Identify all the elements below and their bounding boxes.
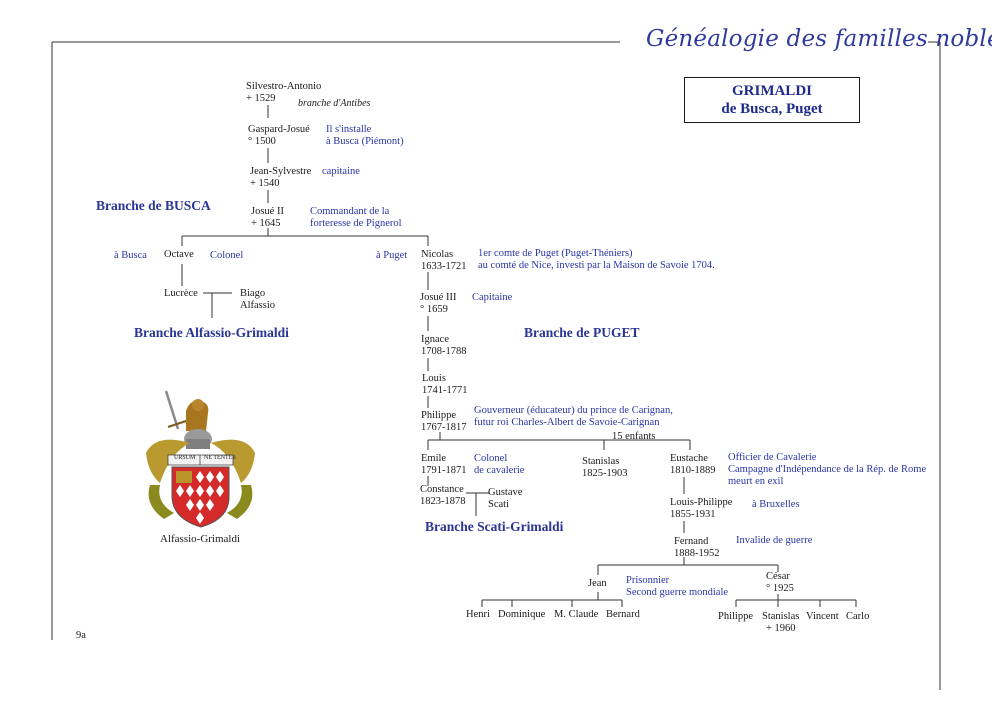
crest-caption: Alfassio-Grimaldi <box>160 533 241 545</box>
person-carlo-name: Carlo <box>846 611 870 622</box>
branch-busca-heading: Branche de BUSCA <box>96 198 211 213</box>
person-constance-name: Constance <box>420 484 464 495</box>
person-bernard-name: Bernard <box>606 609 640 620</box>
person-mclaude-name: M. Claude <box>554 609 599 620</box>
person-fernand-name: Fernand <box>674 536 709 547</box>
person-eustache-note-2: Campagne d'Indépendance de la Rép. de Ro… <box>728 464 927 475</box>
person-eustache-dates: 1810-1889 <box>670 465 716 476</box>
person-silvestro-note: branche d'Antibes <box>298 98 371 109</box>
person-jean-sylvestre-note: capitaine <box>322 166 360 177</box>
person-dominique-name: Dominique <box>498 609 546 620</box>
person-nicolas-place: à Puget <box>376 250 408 261</box>
person-josue-iii-note: Capitaine <box>472 292 513 303</box>
person-henri-name: Henri <box>466 609 490 620</box>
person-nicolas-note-1: 1er comte de Puget (Puget-Théniers) <box>478 248 633 259</box>
person-octave-place: à Busca <box>114 250 147 261</box>
person-gaspard-dates: ° 1500 <box>248 136 276 147</box>
person-eustache-note-1: Officier de Cavalerie <box>728 452 817 463</box>
person-lucrece-name: Lucrèce <box>164 288 198 299</box>
person-gaspard-note-2: à Busca (Piémont) <box>326 136 404 147</box>
page-header-title: Généalogie des familles nobles <box>646 26 992 52</box>
person-jean-note-1: Prisonnier <box>626 575 670 586</box>
children-count-label: 15 enfants <box>612 431 656 442</box>
person-philippe-note-2: futur roi Charles-Albert de Savoie-Carig… <box>474 417 660 428</box>
person-stanislas-a-dates: 1825-1903 <box>582 468 628 479</box>
person-eustache-name: Eustache <box>670 453 708 464</box>
person-gaspard-name: Gaspard-Josué <box>248 124 310 135</box>
person-emile-note-2: de cavalerie <box>474 465 525 476</box>
person-gustave-name-2: Scati <box>488 499 509 510</box>
page-number: 9a <box>76 630 86 641</box>
person-biago-name-1: Biago <box>240 288 266 299</box>
person-louis-dates: 1741-1771 <box>422 385 468 396</box>
person-philippe-name: Philippe <box>421 410 457 421</box>
crest-motto-left: URSUM <box>174 455 196 461</box>
person-ignace-name: Ignace <box>421 334 449 345</box>
branch-scati-heading: Branche Scati-Grimaldi <box>425 519 564 534</box>
person-nicolas-note-2: au comté de Nice, investi par la Maison … <box>478 260 715 271</box>
person-louis-philippe-note: à Bruxelles <box>752 499 800 510</box>
person-ignace-dates: 1708-1788 <box>421 346 467 357</box>
family-branches: de Busca, Puget <box>721 101 823 117</box>
person-philippe-note-1: Gouverneur (éducateur) du prince de Cari… <box>474 405 673 416</box>
person-stanislas-a-name: Stanislas <box>582 456 620 467</box>
person-emile-dates: 1791-1871 <box>421 465 467 476</box>
person-gaspard-note-1: Il s'installe <box>326 124 372 135</box>
person-silvestro-dates: + 1529 <box>246 93 276 104</box>
person-philippe-dates: 1767-1817 <box>421 422 467 433</box>
branch-puget-heading: Branche de PUGET <box>524 325 640 340</box>
person-vincent-name: Vincent <box>806 611 839 622</box>
person-louis-name: Louis <box>422 373 446 384</box>
person-biago-name-2: Alfassio <box>240 300 275 311</box>
person-silvestro-name: Silvestro-Antonio <box>246 81 322 92</box>
person-jean-name: Jean <box>588 578 607 589</box>
person-nicolas-dates: 1633-1721 <box>421 261 467 272</box>
person-octave-note: Colonel <box>210 250 244 261</box>
person-jean-sylvestre-name: Jean-Sylvestre <box>250 166 312 177</box>
person-josue-iii-dates: ° 1659 <box>420 304 448 315</box>
person-emile-note-1: Colonel <box>474 453 508 464</box>
person-stanislas-b-dates: + 1960 <box>766 623 796 634</box>
person-octave-name: Octave <box>164 249 194 260</box>
crest-motto-right: NE TENTES <box>204 455 236 461</box>
person-fernand-note: Invalide de guerre <box>736 535 813 546</box>
person-josue-ii-note-2: forteresse de Pignerol <box>310 218 402 229</box>
coat-of-arms-icon <box>146 390 255 528</box>
family-title-box: GRIMALDI de Busca, Puget <box>684 77 860 123</box>
person-cesar-name: César <box>766 571 790 582</box>
person-fernand-dates: 1888-1952 <box>674 548 720 559</box>
person-stanislas-b-name: Stanislas <box>762 611 800 622</box>
person-cesar-dates: ° 1925 <box>766 583 794 594</box>
person-emile-name: Emile <box>421 453 447 464</box>
person-louis-philippe-name: Louis-Philippe <box>670 497 733 508</box>
person-josue-ii-dates: + 1645 <box>251 218 281 229</box>
person-josue-ii-note-1: Commandant de la <box>310 206 390 217</box>
person-constance-dates: 1823-1878 <box>420 496 466 507</box>
alfassio-grimaldi-coat-of-arms: URSUM NE TENTES Alfassio-Grimaldi <box>138 385 263 545</box>
family-name: GRIMALDI <box>731 83 812 99</box>
person-jean-sylvestre-dates: + 1540 <box>250 178 280 189</box>
person-josue-iii-name: Josué III <box>420 292 457 303</box>
person-eustache-note-3: meurt en exil <box>728 476 784 487</box>
branch-alfassio-heading: Branche Alfassio-Grimaldi <box>134 325 289 340</box>
person-philippe-b-name: Philippe <box>718 611 754 622</box>
person-louis-philippe-dates: 1855-1931 <box>670 509 716 520</box>
person-nicolas-name: Nicolas <box>421 249 454 260</box>
person-jean-note-2: Second guerre mondiale <box>626 587 729 598</box>
person-gustave-name-1: Gustave <box>488 487 523 498</box>
person-josue-ii-name: Josué II <box>251 206 284 217</box>
